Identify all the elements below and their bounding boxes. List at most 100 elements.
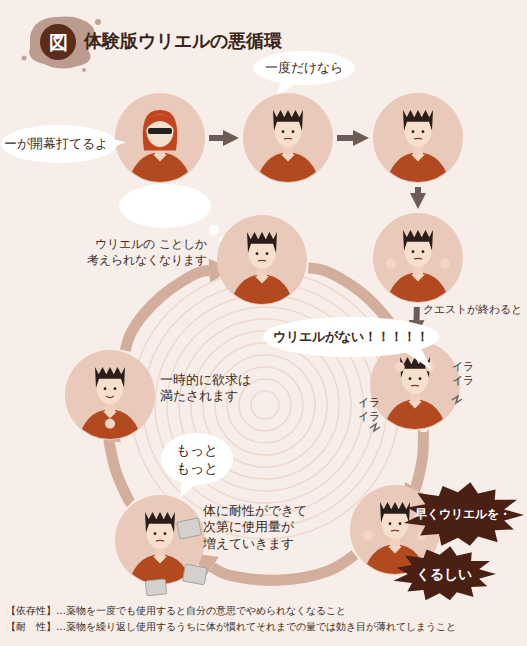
- bubble-body: [161, 433, 233, 485]
- eye: [282, 130, 285, 133]
- ripple: [215, 355, 315, 455]
- mouth: [391, 530, 399, 532]
- node-outline: [65, 350, 155, 440]
- eye: [412, 250, 415, 253]
- scene-circle: [65, 350, 155, 440]
- eye: [422, 130, 425, 133]
- drug-bag: [145, 579, 166, 596]
- mouth: [258, 260, 266, 262]
- hair: [145, 512, 175, 533]
- node-text: ーが開幕打てるよ: [0, 124, 112, 164]
- drug-bags: [145, 518, 207, 596]
- mouth: [284, 138, 292, 140]
- head: [147, 115, 174, 147]
- grunge-dot: [82, 68, 86, 72]
- eye: [256, 252, 259, 255]
- node-outline: [243, 93, 333, 183]
- person-illustration: [231, 232, 292, 339]
- node-text: 図: [40, 24, 76, 60]
- mouth: [414, 258, 422, 260]
- node-outline: [115, 495, 205, 585]
- node-text: イラ イラ: [452, 360, 480, 389]
- node-text: クエストが終わると: [423, 303, 527, 318]
- diagram-title: 体験版ウリエルの悪循環: [84, 29, 282, 53]
- scene-circle-node: ウリエルの ことしか 考えられなくなります: [217, 215, 307, 305]
- hair: [247, 232, 277, 253]
- person-illustration: [129, 110, 190, 217]
- collar: [408, 401, 422, 408]
- collar: [388, 546, 402, 553]
- node-text: くるしい: [392, 546, 496, 602]
- collar: [281, 154, 295, 161]
- flow-arrow: [415, 187, 421, 193]
- eye: [104, 387, 107, 390]
- definition-note: 【依存性】…薬物を一度でも使用すると自分の意思でやめられなくなること: [6, 604, 346, 618]
- flow-arrow: [337, 135, 353, 141]
- irritation-mark: [370, 424, 380, 431]
- flow-arrow: [414, 307, 420, 320]
- drug-bag: [183, 564, 208, 585]
- scene-circle-node: 体に耐性ができて 次第に使用量が 増えていきます: [115, 495, 205, 585]
- hand: [105, 419, 115, 429]
- hand: [395, 362, 405, 372]
- burst-bubble: 早くウリエルを・: [402, 482, 524, 548]
- node-text: 一度だけなら: [252, 50, 356, 86]
- eye: [422, 250, 425, 253]
- bubble-body: [1, 125, 117, 163]
- mouth: [411, 385, 419, 387]
- eye: [292, 130, 295, 133]
- eye: [154, 532, 157, 535]
- cycle-arrow: [109, 441, 131, 504]
- eye: [412, 130, 415, 133]
- hand: [386, 258, 396, 268]
- hair: [273, 110, 303, 131]
- speech-bubble: 一度だけなら: [252, 50, 356, 86]
- irritation-mark: [452, 396, 462, 403]
- thought-bubble: [119, 184, 225, 243]
- person-illustration: [387, 110, 448, 217]
- drug-bag: [177, 518, 202, 539]
- eye: [389, 522, 392, 525]
- node-text: ウリエルの ことしか 考えられなくなります: [59, 237, 207, 268]
- speech-bubble: ウリエルがない！！！！！: [262, 316, 440, 358]
- burst-bubble: くるしい: [392, 546, 496, 602]
- speech-bubble: ーが開幕打てるよ: [0, 124, 118, 164]
- node-outline: [373, 213, 463, 303]
- eye: [114, 387, 117, 390]
- collar: [411, 154, 425, 161]
- mouth: [106, 396, 114, 398]
- thought-dot: [209, 225, 219, 235]
- mouth: [156, 540, 164, 542]
- grunge-dot: [22, 56, 27, 61]
- hair: [403, 230, 433, 251]
- node-outline: [373, 93, 463, 183]
- hair: [380, 502, 410, 523]
- eye: [399, 522, 402, 525]
- node-outline: [217, 215, 307, 305]
- collar: [255, 276, 269, 283]
- collar: [411, 274, 425, 281]
- node-text: もっと もっと: [160, 432, 234, 486]
- figure-badge: 図: [40, 24, 76, 60]
- person-illustration: [384, 357, 445, 464]
- node-text: イラ イラ: [358, 396, 386, 425]
- shirt: [257, 152, 318, 217]
- person-illustration: [257, 110, 318, 217]
- eye: [409, 377, 412, 380]
- node-outline: [160, 432, 234, 486]
- scene-circle-node: [115, 93, 205, 183]
- collar: [153, 556, 167, 563]
- bubble-body: [263, 317, 439, 357]
- hair: [403, 110, 433, 131]
- shirt: [79, 409, 140, 474]
- bubble-body: [253, 51, 355, 85]
- scene-circle-node: [243, 93, 333, 183]
- collar: [103, 411, 117, 418]
- node-text: ウリエルがない！！！！！: [262, 316, 440, 358]
- cycle-arrow: [125, 271, 209, 351]
- fringe: [146, 115, 174, 129]
- hand: [440, 258, 450, 268]
